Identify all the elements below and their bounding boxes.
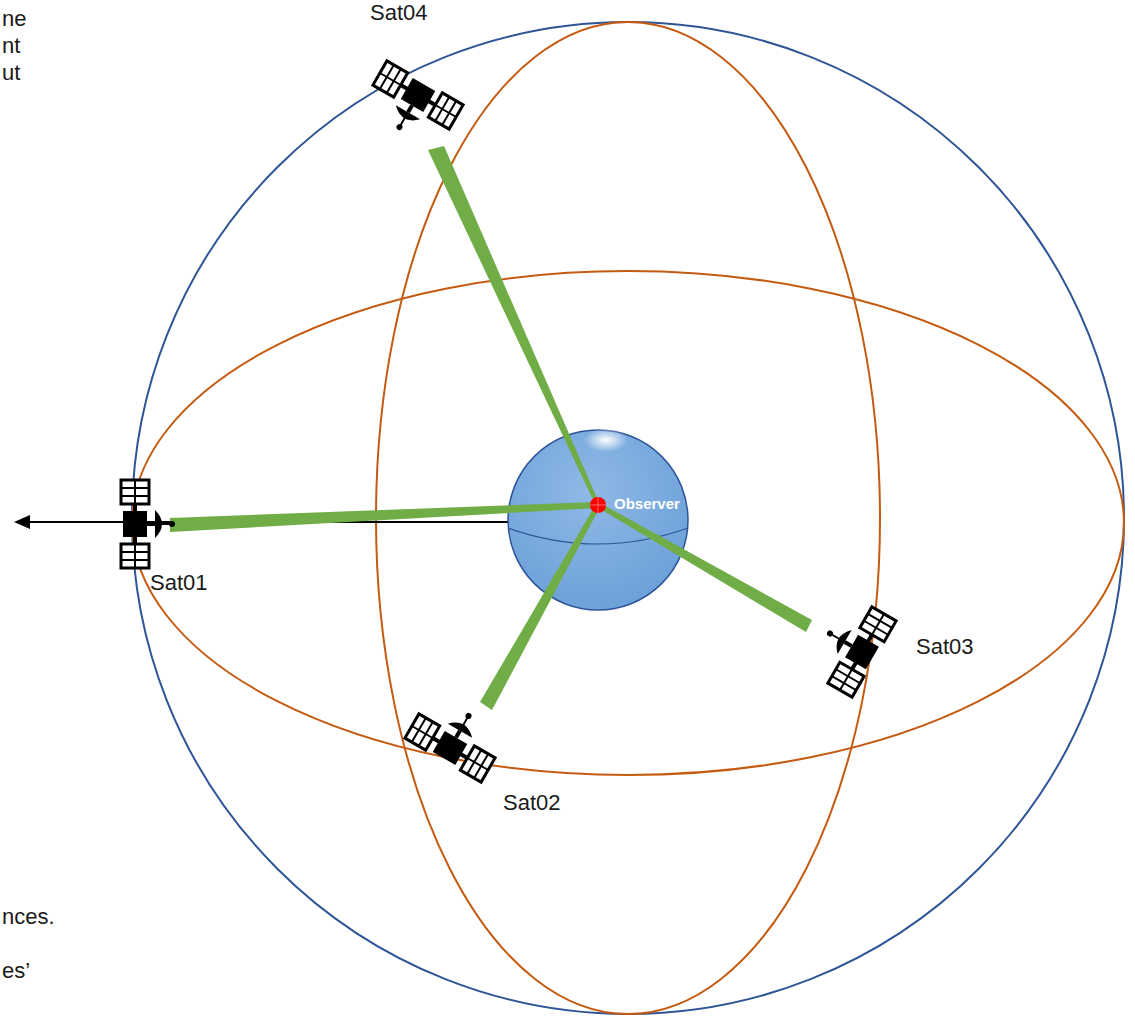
text-label: ut — [2, 60, 20, 86]
text-label: Sat02 — [503, 790, 561, 816]
text-label: Sat03 — [916, 634, 974, 660]
text-label: es’ — [2, 958, 30, 984]
observer-label: Observer — [614, 495, 680, 513]
text-label: Sat04 — [370, 0, 428, 26]
text-label: nces. — [2, 904, 55, 930]
text-label: Sat01 — [150, 570, 208, 596]
text-label: nt — [2, 33, 20, 59]
text-label: ne — [2, 6, 26, 32]
